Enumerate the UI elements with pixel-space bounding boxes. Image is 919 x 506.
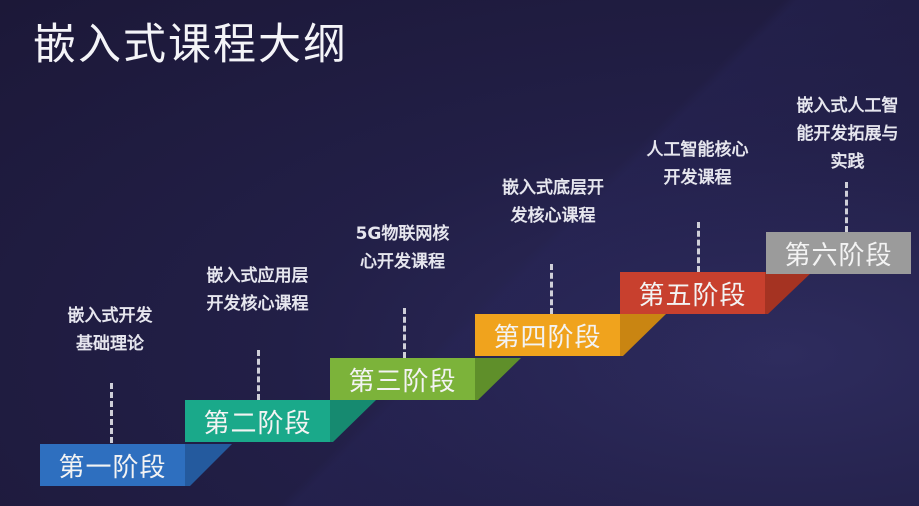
stage-2-description: 嵌入式应用层 开发核心课程 xyxy=(206,266,309,314)
stage-1-description: 嵌入式开发 基础理论 xyxy=(67,306,153,354)
stage-4-block: 第四阶段 xyxy=(475,314,620,356)
stage-4-dashed-line xyxy=(550,264,553,314)
page-title: 嵌入式课程大纲 xyxy=(33,20,348,70)
stage-4-label: 第四阶段 xyxy=(493,322,602,353)
stage-2-label: 第二阶段 xyxy=(203,408,312,439)
stage-1-block: 第一阶段 xyxy=(40,444,185,486)
stage-5-dashed-line xyxy=(697,222,700,272)
stage-2-block: 第二阶段 xyxy=(185,400,330,442)
stage-1-label: 第一阶段 xyxy=(58,452,167,483)
stage-3-label: 第三阶段 xyxy=(348,366,457,397)
stage-3-block: 第三阶段 xyxy=(330,358,475,400)
stage-5-label: 第五阶段 xyxy=(638,280,747,311)
stage-3-dashed-line xyxy=(403,308,406,358)
stage-6-dashed-line xyxy=(845,182,848,232)
stage-4-description: 嵌入式底层开 发核心课程 xyxy=(502,178,604,226)
stage-6-description: 嵌入式人工智 能开发拓展与 实践 xyxy=(796,96,899,172)
stage-5-block: 第五阶段 xyxy=(620,272,765,314)
stage-5-description: 人工智能核心 开发课程 xyxy=(646,140,749,188)
stage-6-block: 第六阶段 xyxy=(766,232,911,274)
stage-3-description: 5G物联网核 心开发课程 xyxy=(355,224,450,272)
stage-6-label: 第六阶段 xyxy=(784,240,893,271)
stage-1-dashed-line xyxy=(110,383,113,443)
stage-2-dashed-line xyxy=(257,350,260,400)
